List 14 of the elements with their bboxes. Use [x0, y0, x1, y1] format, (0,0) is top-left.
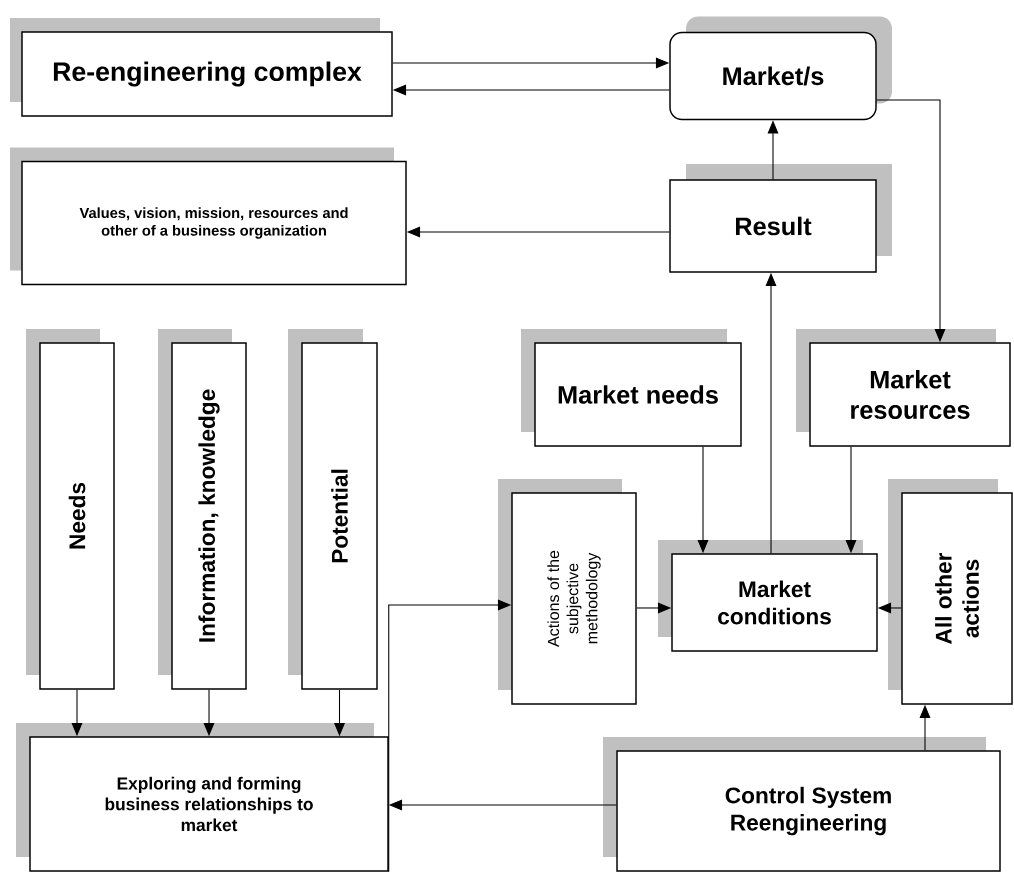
- vertical-box: Potential: [288, 329, 378, 690]
- process-box: Result: [669, 164, 892, 273]
- vertical-box: Needs: [26, 329, 115, 690]
- process-box: Control System Reengineering: [603, 737, 1001, 872]
- vertical-box: Actions of the subjective methodology: [498, 479, 637, 705]
- process-box: Market conditions: [658, 540, 878, 652]
- vertical-box: All other actions: [888, 479, 1013, 705]
- vertical-box: Information, knowledge: [158, 329, 247, 690]
- process-box: Market needs: [521, 329, 742, 447]
- process-box: Re-engineering complex: [10, 18, 393, 117]
- rounded-box: Market/s: [669, 16, 892, 121]
- process-box: Market resources: [796, 329, 1011, 447]
- process-box: Exploring and forming business relationships to market: [16, 723, 389, 872]
- process-box: Values, vision, mission, resources and other of a business organization: [10, 147, 407, 286]
